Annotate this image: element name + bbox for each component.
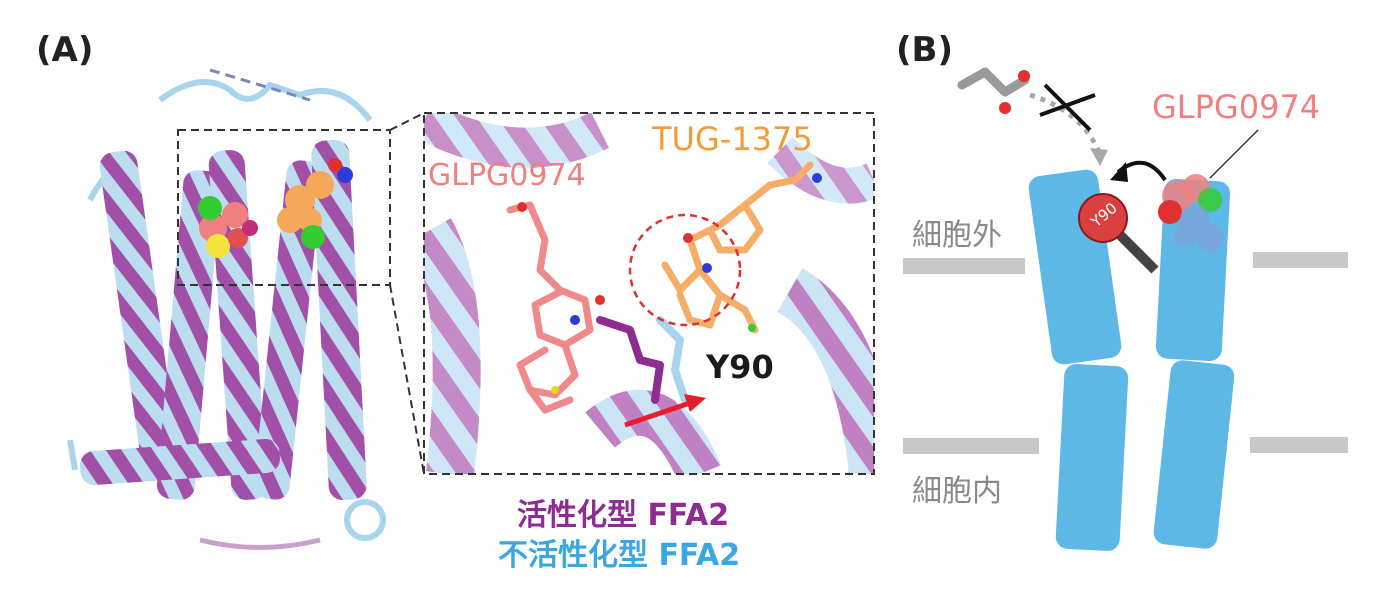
helix-left-lower xyxy=(1055,364,1129,551)
zoom-connector-bottom xyxy=(389,284,425,475)
block-x-1 xyxy=(1043,83,1092,132)
inset-label-glpg0974: GLPG0974 xyxy=(428,158,586,193)
y90-stem xyxy=(1116,231,1159,274)
intracellular-label: 細胞内 xyxy=(912,474,1002,509)
membrane-bar-outer-right xyxy=(1253,252,1348,268)
membrane-bar-outer-left xyxy=(903,258,1025,274)
panel-a-label: (A) xyxy=(36,30,94,70)
helix-right-lower xyxy=(1153,360,1235,549)
membrane-bar-inner-left xyxy=(903,438,1039,454)
panel-b-label-glpg0974: GLPG0974 xyxy=(1152,88,1321,126)
zoom-box xyxy=(177,129,391,286)
y90-residue xyxy=(1078,193,1128,243)
legend-active-ffa2: 活性化型 FFA2 xyxy=(517,498,730,533)
panel-b-schematic xyxy=(903,67,1348,551)
protein-structure xyxy=(67,68,386,550)
legend-inactive-ffa2: 不活性化型 FFA2 xyxy=(498,538,741,573)
panel-b-label: (B) xyxy=(896,30,953,70)
inset-label-y90: Y90 xyxy=(706,348,774,386)
inset-label-tug1375: TUG-1375 xyxy=(652,120,813,158)
block-x-2 xyxy=(1039,93,1096,117)
inset-view xyxy=(423,112,875,475)
glpg-leader-line xyxy=(1209,129,1259,179)
membrane-bar-inner-right xyxy=(1250,437,1348,453)
zoom-connector-top xyxy=(389,112,425,131)
short-chain-fatty-acid-icon xyxy=(957,67,1030,114)
extracellular-label: 細胞外 xyxy=(912,218,1002,253)
